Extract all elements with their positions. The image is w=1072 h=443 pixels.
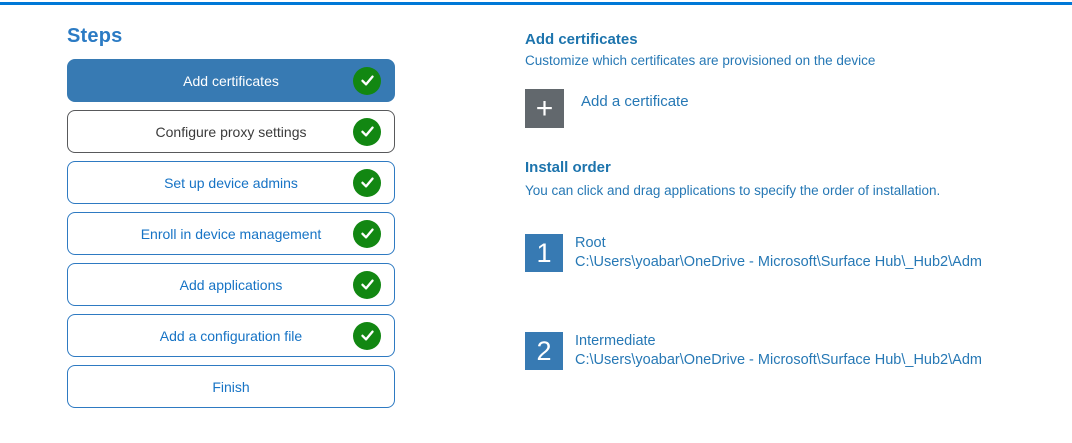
- completed-check-icon: [353, 321, 381, 350]
- install-order-description: You can click and drag applications to s…: [525, 183, 941, 198]
- certificate-name: Intermediate: [575, 333, 656, 349]
- step-label: Set up device admins: [164, 174, 298, 191]
- step-add-a-configuration-file[interactable]: Add a configuration file: [67, 314, 395, 357]
- add-certificates-panel: Add certificates Customize which certifi…: [525, 31, 1070, 370]
- completed-check-icon: [353, 168, 381, 197]
- certificate-name: Root: [575, 235, 606, 251]
- steps-sidebar: Steps Add certificates Configure proxy s…: [67, 25, 395, 416]
- step-label: Configure proxy settings: [155, 123, 307, 140]
- add-certificate-label: Add a certificate: [581, 93, 689, 110]
- steps-heading: Steps: [67, 25, 123, 47]
- panel-title: Add certificates: [525, 31, 638, 48]
- step-set-up-device-admins[interactable]: Set up device admins: [67, 161, 395, 204]
- certificate-path: C:\Users\yoabar\OneDrive - Microsoft\Sur…: [575, 254, 982, 270]
- step-add-applications[interactable]: Add applications: [67, 263, 395, 306]
- install-order-item-root[interactable]: 1 Root C:\Users\yoabar\OneDrive - Micros…: [525, 234, 1070, 272]
- step-enroll-in-device-management[interactable]: Enroll in device management: [67, 212, 395, 255]
- completed-check-icon: [353, 66, 381, 95]
- plus-icon: +: [525, 89, 564, 128]
- completed-check-icon: [353, 219, 381, 248]
- step-configure-proxy-settings[interactable]: Configure proxy settings: [67, 110, 395, 153]
- step-add-certificates[interactable]: Add certificates: [67, 59, 395, 102]
- add-certificate-button[interactable]: + Add a certificate: [525, 89, 825, 128]
- install-order-item-intermediate[interactable]: 2 Intermediate C:\Users\yoabar\OneDrive …: [525, 332, 1070, 370]
- panel-subtitle: Customize which certificates are provisi…: [525, 53, 876, 68]
- step-label: Add applications: [179, 276, 283, 293]
- step-label: Add certificates: [183, 72, 279, 89]
- step-finish[interactable]: Finish: [67, 365, 395, 408]
- step-label: Add a configuration file: [159, 327, 303, 344]
- order-number-badge: 2: [525, 332, 563, 370]
- step-label: Enroll in device management: [140, 225, 322, 242]
- order-item-text: Root C:\Users\yoabar\OneDrive - Microsof…: [575, 235, 982, 270]
- completed-check-icon: [353, 117, 381, 146]
- completed-check-icon: [353, 270, 381, 299]
- install-order-heading: Install order: [525, 159, 611, 176]
- certificate-path: C:\Users\yoabar\OneDrive - Microsoft\Sur…: [575, 352, 982, 368]
- step-label: Finish: [212, 378, 250, 395]
- order-item-text: Intermediate C:\Users\yoabar\OneDrive - …: [575, 333, 982, 368]
- top-accent-bar: [0, 2, 1072, 5]
- order-number-badge: 1: [525, 234, 563, 272]
